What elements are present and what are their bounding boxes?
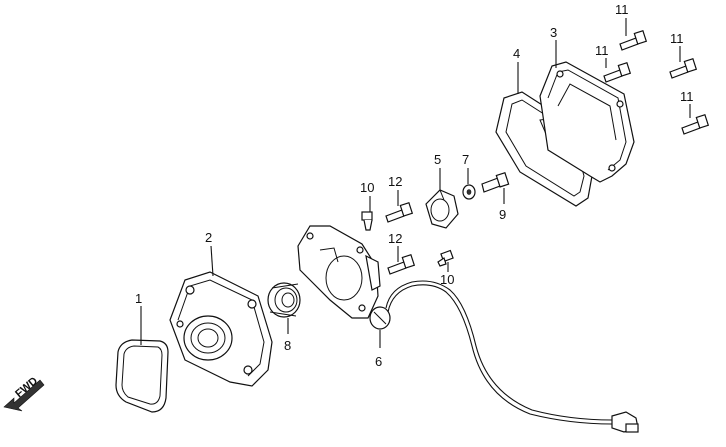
part-12-screw-upper: [385, 201, 414, 223]
callout-7: 7: [462, 152, 469, 167]
callout-10a: 10: [360, 180, 374, 195]
callout-3: 3: [550, 25, 557, 40]
part-11-bolt-a: [619, 29, 648, 51]
part-2-housing: [169, 271, 273, 387]
callout-11a: 11: [615, 2, 629, 17]
callout-10b: 10: [440, 272, 454, 287]
part-6-stator-plate: [297, 225, 391, 330]
part-5-rotor: [425, 189, 459, 229]
callout-11b: 11: [595, 43, 609, 58]
part-10-bolt-lower: [437, 249, 454, 267]
part-10-bolt-upper: [361, 211, 373, 231]
fwd-arrow-icon: [3, 379, 45, 412]
part-8-bearing: [267, 282, 301, 318]
callout-9: 9: [499, 207, 506, 222]
part-3-cover: [539, 61, 635, 183]
callout-2: 2: [205, 230, 212, 245]
callout-4: 4: [513, 46, 520, 61]
part-11-bolt-b: [603, 61, 632, 83]
part-11-bolt-c: [669, 57, 698, 79]
callout-6: 6: [375, 354, 382, 369]
leader-2: [210, 245, 214, 277]
callout-12a: 12: [388, 174, 402, 189]
part-9-bolt: [481, 171, 510, 193]
part-12-screw-lower: [387, 253, 416, 275]
callout-11c: 11: [670, 31, 684, 46]
wire-harness: [385, 280, 639, 433]
callout-5: 5: [434, 152, 441, 167]
part-1-gasket: [115, 339, 169, 413]
part-7-washer: [462, 184, 476, 200]
callout-8: 8: [284, 338, 291, 353]
callout-11d: 11: [680, 89, 694, 104]
callout-1: 1: [135, 291, 142, 306]
part-11-bolt-d: [681, 113, 710, 135]
callout-12b: 12: [388, 231, 402, 246]
